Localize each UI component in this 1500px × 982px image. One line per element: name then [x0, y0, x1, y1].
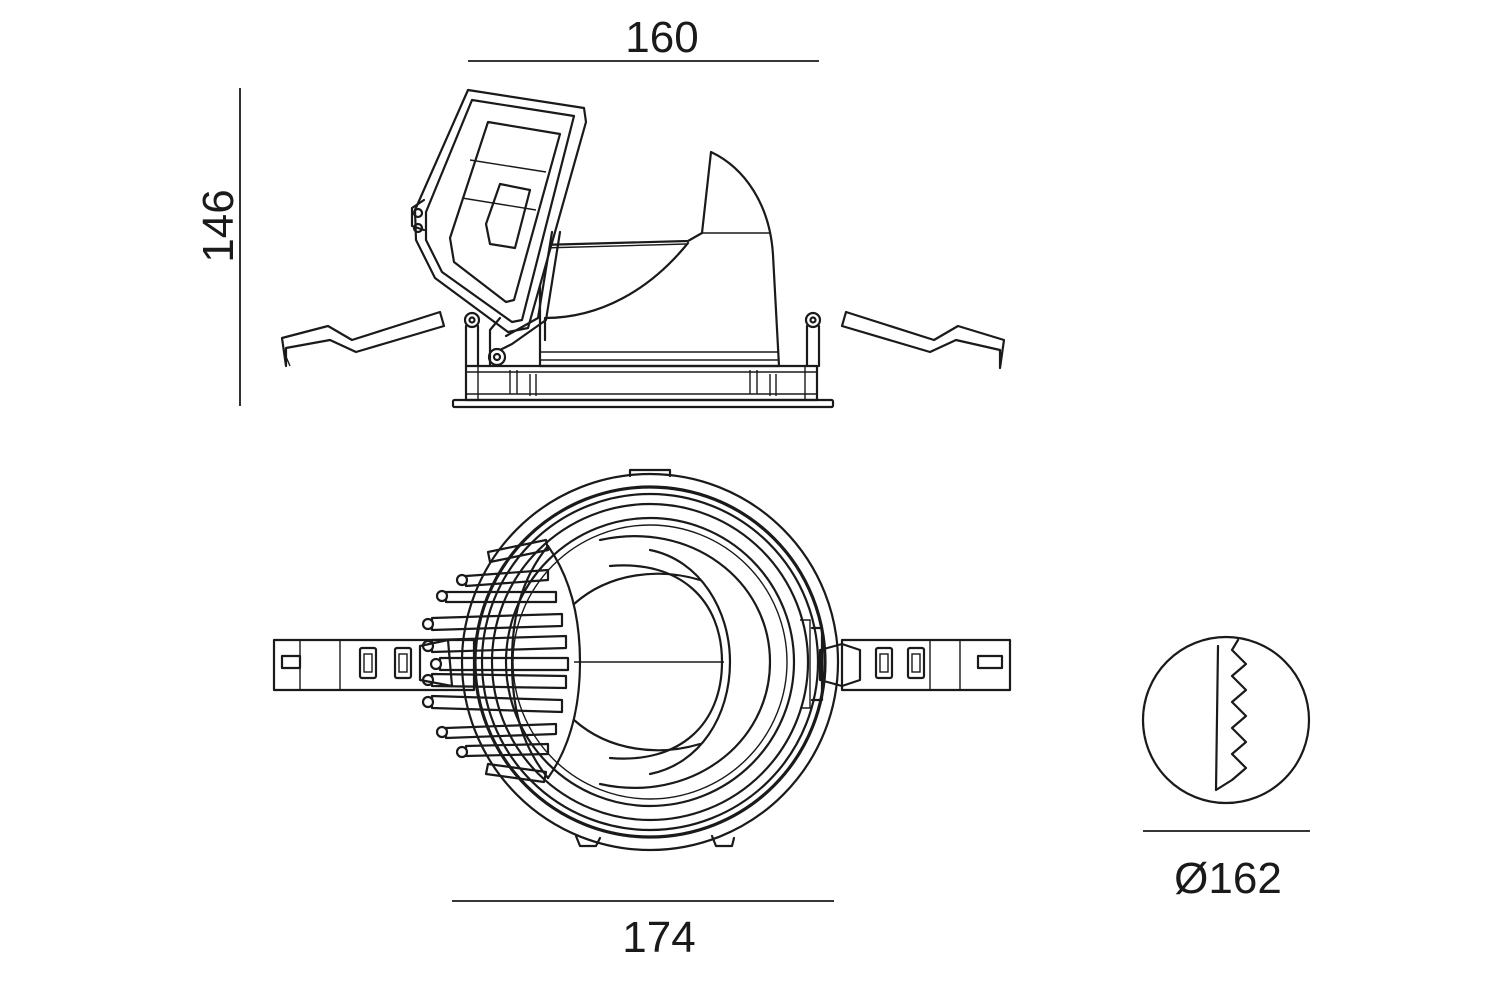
scoop-reflector [538, 150, 781, 368]
dimension-side-width: 160 [468, 13, 819, 62]
connector-spokes [418, 538, 570, 784]
dimension-cutout-diameter-label: Ø162 [1174, 854, 1282, 903]
driver-box [410, 88, 588, 368]
trim-rings [460, 468, 840, 852]
spring-clip-left [280, 310, 481, 368]
dimension-cutout-diameter: Ø162 [1143, 830, 1310, 903]
spring-clip-right [804, 310, 1006, 370]
dimension-side-height-label: 146 [194, 189, 243, 262]
dimension-side-height: 146 [194, 88, 243, 406]
dimension-bottom-width: 174 [452, 900, 834, 962]
dimension-bottom-width-label: 174 [622, 913, 695, 962]
side-view [280, 88, 1006, 409]
clip-bar-left [272, 638, 476, 692]
top-view [272, 468, 1012, 852]
cutout-detail [1141, 635, 1311, 805]
clip-bar-right [818, 638, 1012, 692]
inner-lens [510, 535, 772, 789]
dimension-side-width-label: 160 [625, 13, 698, 62]
trim-flange [451, 364, 835, 409]
